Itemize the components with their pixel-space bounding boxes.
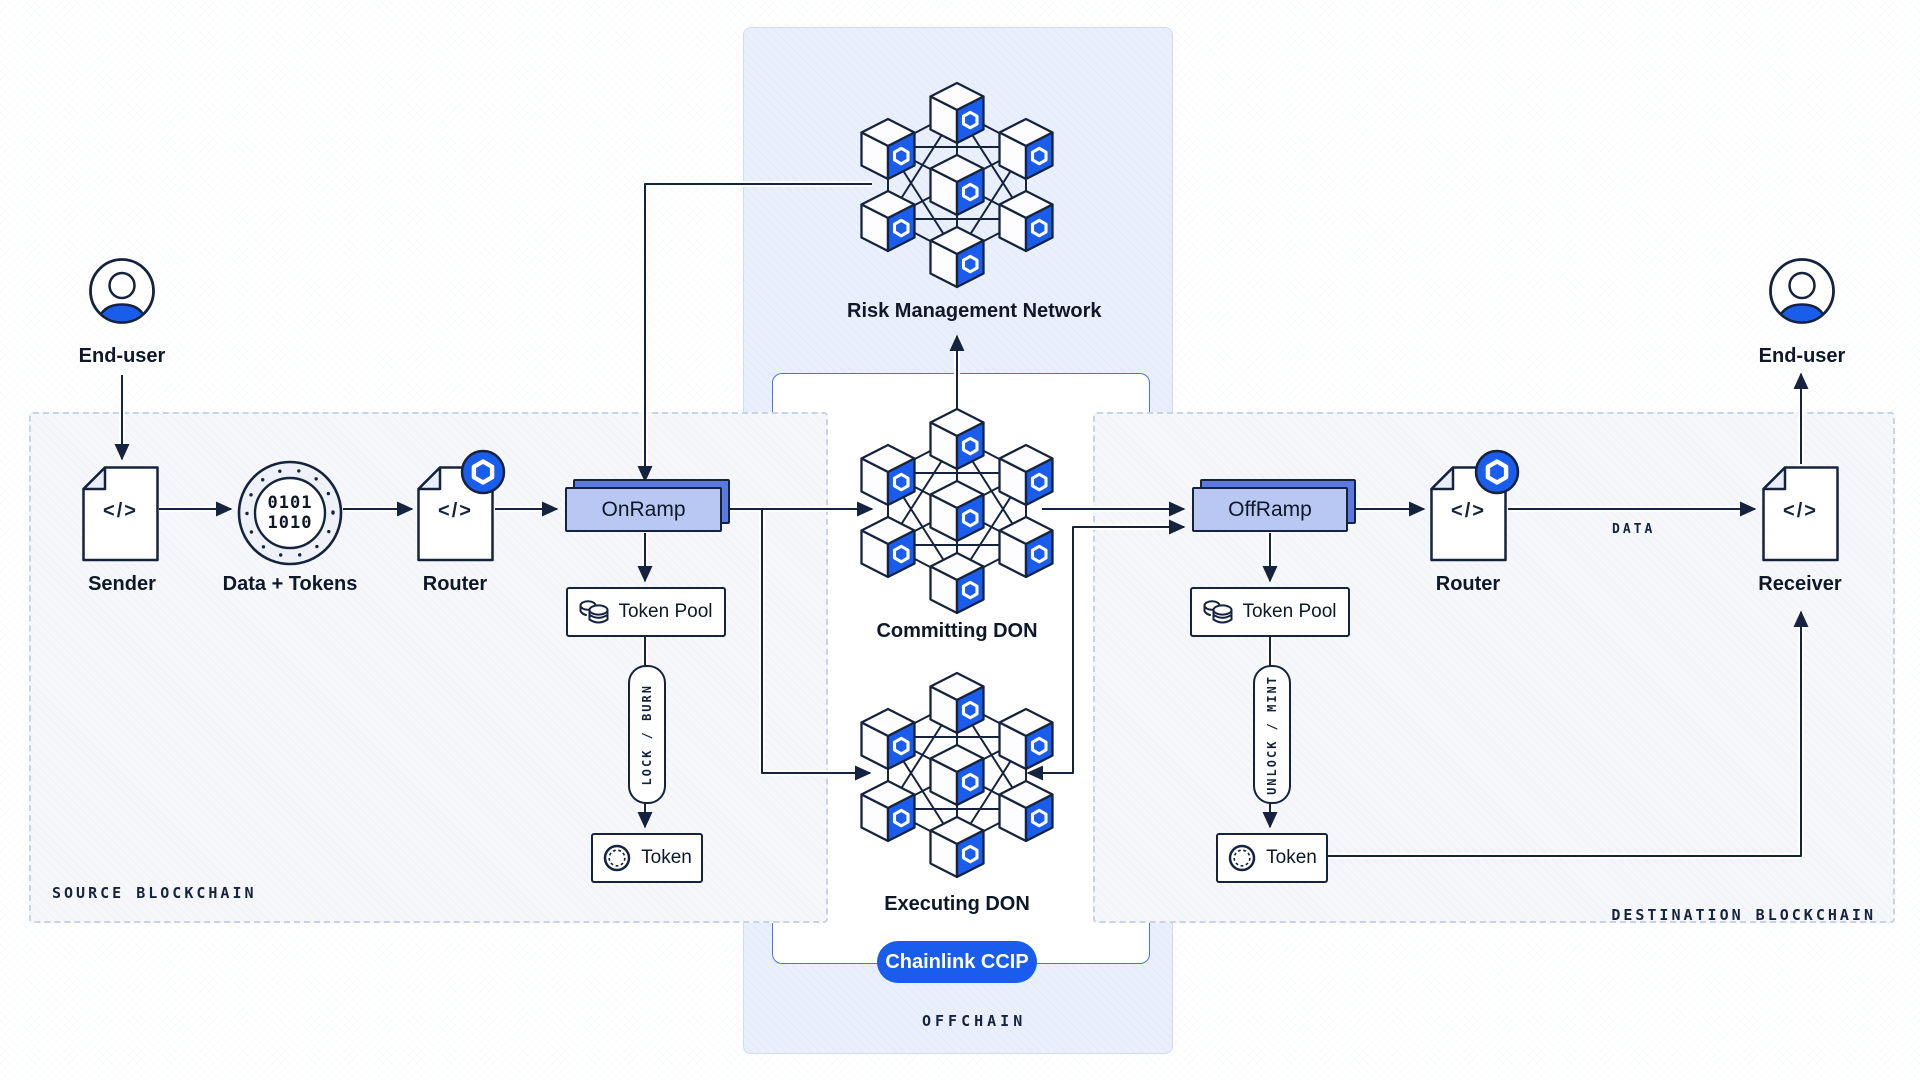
onramp-node: OnRamp [565,487,722,532]
coin-icon [603,844,631,872]
source-panel-label: SOURCE BLOCKCHAIN [52,884,257,902]
receiver-label: Receiver [1758,573,1842,595]
user-avatar-icon [1767,256,1837,326]
chainlink-badge-icon [460,449,506,495]
data-edge-label: DATA [1612,522,1656,537]
chainlink-ccip-badge: Chainlink CCIP [877,941,1037,983]
coins-icon [579,600,609,624]
router-right-label: Router [1435,573,1501,595]
sender-label: Sender [88,573,156,595]
token-left-node: Token [591,833,703,883]
risk-management-network-icon [857,70,1057,300]
token-right-node: Token [1216,833,1328,883]
router-left-label: Router [422,573,488,595]
unlock-mint-capsule: UNLOCK / MINT [1253,665,1291,804]
receiver-node: </> [1762,466,1839,562]
token-pool-right-node: Token Pool [1190,587,1350,637]
executing-don-icon [857,660,1057,890]
executing-don-label: Executing DON [884,893,1030,915]
router-right-node: </> [1430,466,1507,562]
end-user-right-label: End-user [1758,345,1846,367]
committing-don-label: Committing DON [876,620,1038,642]
sender-node: </> [82,466,159,562]
offchain-panel-label: OFFCHAIN [922,1012,1027,1030]
data-tokens-label: Data + Tokens [222,573,358,595]
code-icon: </> [103,500,138,522]
lock-burn-capsule: LOCK / BURN [628,665,666,804]
data-tokens-icon [237,460,343,566]
code-icon: </> [438,500,473,522]
coins-icon [1203,600,1233,624]
committing-don-icon [857,396,1057,626]
offramp-node: OffRamp [1192,487,1348,532]
user-avatar-icon [87,256,157,326]
router-left-node: </> [417,466,494,562]
code-icon: </> [1451,500,1486,522]
destination-panel-label: DESTINATION BLOCKCHAIN [1611,906,1876,924]
chainlink-badge-icon [1474,449,1520,495]
binary-data-text: 0101 1010 [267,493,313,533]
code-icon: </> [1783,500,1818,522]
end-user-left-label: End-user [78,345,166,367]
token-pool-left-node: Token Pool [566,587,726,637]
risk-management-network-label: Risk Management Network [847,300,1102,322]
coin-icon [1228,844,1256,872]
